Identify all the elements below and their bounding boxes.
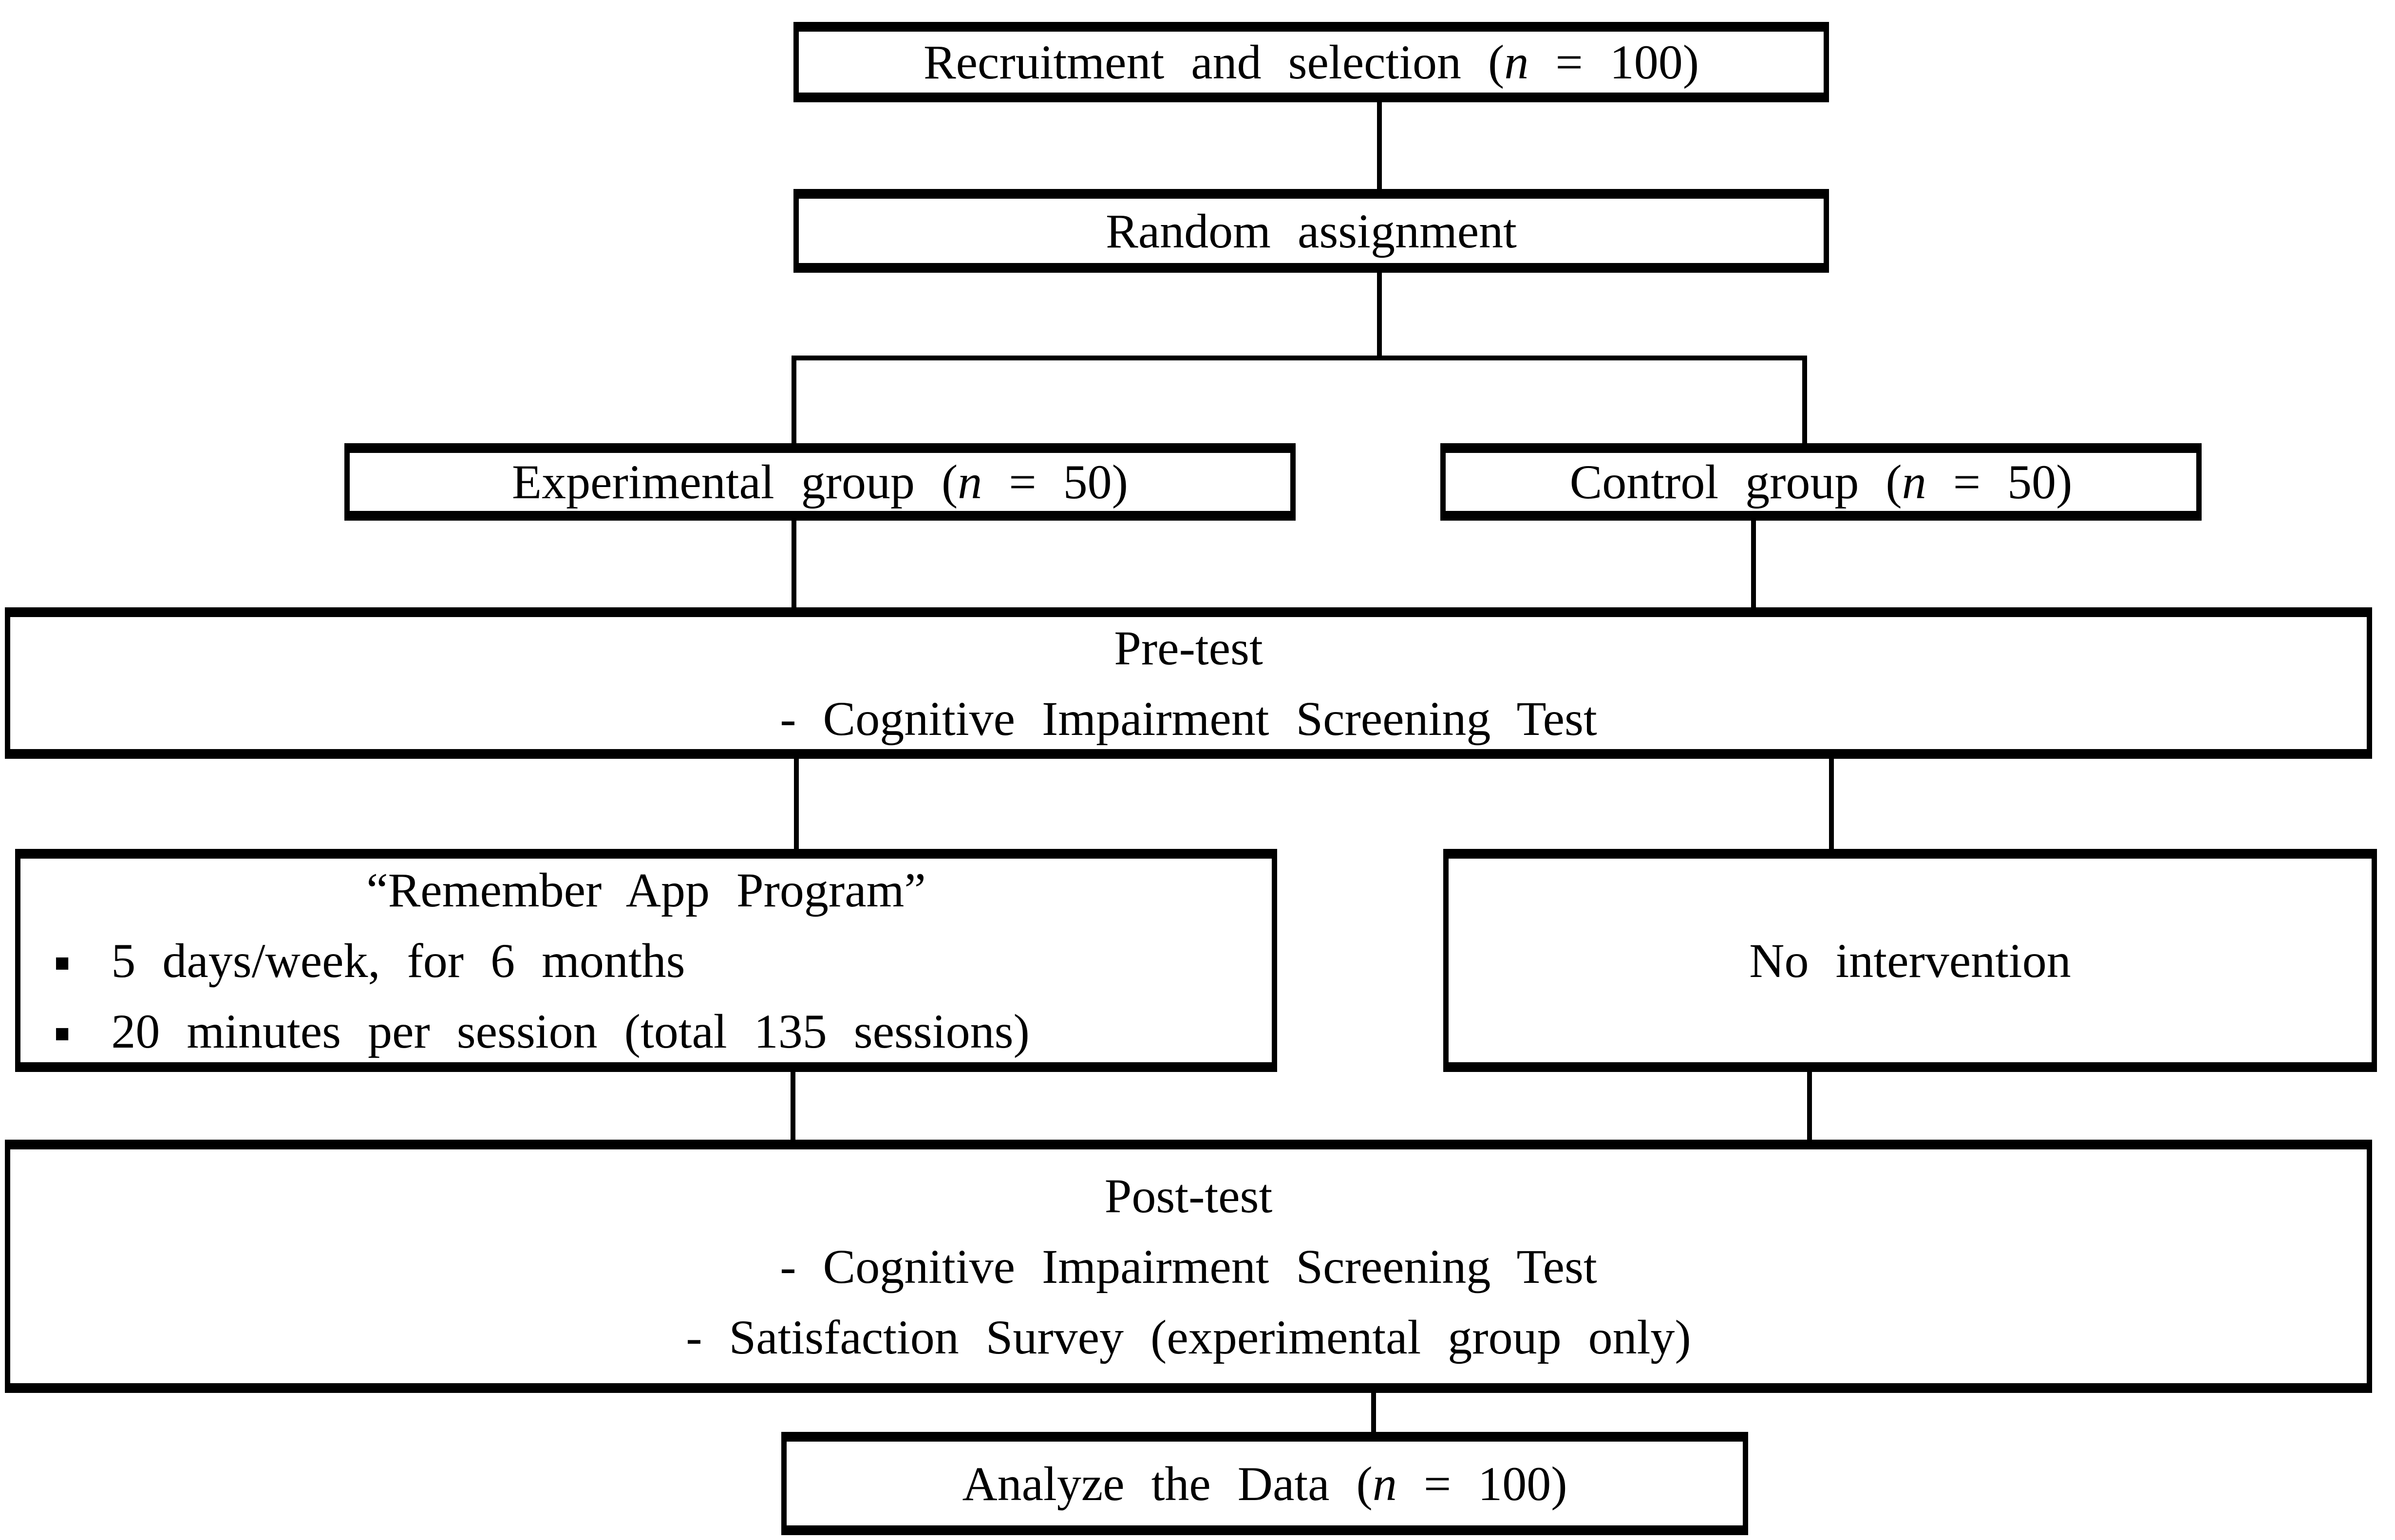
analyze-count: = 100)	[1396, 1456, 1567, 1511]
remember-app-title: “Remember App Program”	[366, 863, 926, 917]
connector-control-to-pretest	[1751, 521, 1756, 607]
random-assignment-label: Random assignment	[1106, 204, 1517, 258]
pretest-box: Pre-test - Cognitive Impairment Screenin…	[5, 607, 2372, 759]
posttest-box: Post-test - Cognitive Impairment Screeni…	[5, 1140, 2372, 1393]
remember-app-bullet-2-text: 20 minutes per session (total 135 sessio…	[111, 1004, 1030, 1058]
connector-no-intervention-to-posttest	[1807, 1072, 1812, 1140]
bullet-square-icon: ■	[55, 949, 70, 977]
recruitment-label: Recruitment and selection (n = 100)	[799, 27, 1824, 97]
bullet-square-icon: ■	[55, 1020, 70, 1048]
connector-pretest-to-remember	[794, 759, 799, 849]
control-n-symbol: n	[1902, 455, 1926, 509]
no-intervention-box: No intervention	[1443, 849, 2377, 1072]
analyze-text: Analyze the Data (	[962, 1456, 1373, 1511]
posttest-item-1: - Cognitive Impairment Screening Test	[780, 1239, 1597, 1294]
connector-split-to-control	[1802, 356, 1807, 443]
experimental-group-box: Experimental group (n = 50)	[344, 443, 1296, 521]
recruitment-box: Recruitment and selection (n = 100)	[793, 22, 1829, 102]
connector-posttest-to-analyze	[1371, 1393, 1376, 1432]
connector-pretest-to-no-intervention	[1829, 759, 1834, 849]
recruitment-text: Recruitment and selection (	[923, 35, 1505, 89]
no-intervention-label: No intervention	[1749, 933, 2071, 988]
posttest-item-2: - Satisfaction Survey (experimental grou…	[686, 1310, 1691, 1364]
connector-random-to-split	[1377, 273, 1382, 359]
connector-split-to-experimental	[792, 356, 796, 443]
remember-app-bullet-1: ■ 5 days/week, for 6 months	[20, 925, 1306, 996]
experimental-n-symbol: n	[958, 455, 982, 509]
control-count: = 50)	[1926, 455, 2073, 509]
recruitment-n-symbol: n	[1504, 35, 1529, 89]
remember-app-bullet-2: ■ 20 minutes per session (total 135 sessi…	[20, 996, 1306, 1067]
random-assignment-box: Random assignment	[793, 189, 1829, 273]
connector-remember-to-posttest	[791, 1072, 795, 1140]
experimental-text: Experimental group (	[512, 455, 958, 509]
connector-experimental-to-pretest	[792, 521, 796, 607]
control-text: Control group (	[1569, 455, 1902, 509]
remember-app-bullet-1-text: 5 days/week, for 6 months	[111, 933, 685, 988]
control-group-label: Control group (n = 50)	[1446, 447, 2196, 517]
recruitment-count: = 100)	[1528, 35, 1699, 89]
remember-app-program-box: “Remember App Program” ■ 5 days/week, for…	[15, 849, 1277, 1072]
pretest-item: - Cognitive Impairment Screening Test	[780, 691, 1597, 746]
experimental-group-label: Experimental group (n = 50)	[350, 447, 1290, 517]
analyze-n-symbol: n	[1372, 1456, 1397, 1511]
posttest-title: Post-test	[1104, 1168, 1273, 1223]
connector-split-horizontal	[792, 356, 1807, 360]
pretest-title: Pre-test	[1114, 620, 1263, 675]
connector-recruitment-to-random	[1377, 102, 1382, 189]
experimental-count: = 50)	[982, 455, 1128, 509]
control-group-box: Control group (n = 50)	[1440, 443, 2202, 521]
analyze-data-box: Analyze the Data (n = 100)	[781, 1432, 1748, 1535]
analyze-data-label: Analyze the Data (n = 100)	[787, 1448, 1743, 1519]
